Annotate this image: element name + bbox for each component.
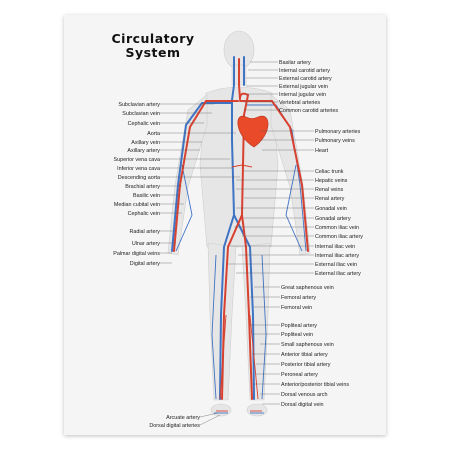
label-right-2: External carotid artery (279, 76, 332, 82)
label-left-10: Basilic vein (133, 193, 160, 199)
artery-branches (216, 164, 262, 412)
poster-print: Circulatory System (64, 15, 386, 435)
label-right-19: Internal iliac artery (315, 253, 360, 259)
label-right-30: Peroneal artery (281, 372, 318, 378)
label-right-13: Renal artery (315, 196, 345, 202)
label-right-0: Basilar artery (279, 60, 311, 66)
label-right-11: Hepatic veins (315, 178, 348, 184)
label-right-22: Great saphenous vein (281, 285, 334, 291)
label-right-21: External iliac artery (315, 271, 361, 277)
label-right-8: Pulmonary veins (315, 138, 355, 144)
label-left-12: Cephalic vein (127, 211, 160, 217)
label-right-10: Celiac trunk (315, 169, 344, 175)
label-left-5: Axillary artery (127, 148, 160, 154)
label-right-3: External jugular vein (279, 84, 328, 90)
label-right-32: Dorsal venous arch (281, 392, 328, 398)
label-left-4: Axillary vein (131, 140, 160, 146)
label-right-18: Internal iliac vein (315, 244, 356, 250)
vein-network (171, 56, 255, 400)
leader-lines-left (160, 103, 240, 426)
vein-branches (175, 104, 307, 414)
label-right-27: Small saphenous vein (281, 342, 334, 348)
label-right-24: Femoral vein (281, 305, 313, 311)
label-right-16: Common iliac vein (315, 225, 360, 231)
label-right-4: Internal jugular vein (279, 92, 327, 98)
label-left-17: Arcuate artery (166, 415, 200, 421)
label-right-33: Dorsal digital vein (281, 402, 324, 408)
label-left-0: Subclavian artery (118, 102, 160, 108)
label-left-14: Ulnar artery (131, 241, 160, 247)
label-left-11: Median cubital vein (113, 202, 160, 208)
label-left-13: Radial artery (129, 229, 160, 235)
label-left-1: Subclavian vein (122, 111, 160, 117)
label-right-23: Femoral artery (281, 295, 317, 301)
label-right-9: Heart (315, 148, 329, 154)
label-left-6: Superior vena cava (113, 157, 160, 163)
label-right-14: Gonadal vein (315, 206, 347, 212)
label-right-7: Pulmonary arteries (315, 129, 361, 135)
heart-shape (237, 115, 269, 148)
leader-lines-right (228, 61, 314, 405)
label-right-1: Internal carotid artery (279, 68, 330, 74)
label-right-31: Anterior/posterior tibial veins (281, 382, 350, 388)
label-right-5: Vertebral arteries (279, 100, 321, 106)
label-right-12: Renal veins (315, 187, 344, 193)
label-left-2: Cephalic vein (127, 121, 160, 127)
label-right-17: Common iliac artery (315, 234, 363, 240)
label-right-6: Common carotid arteries (279, 108, 339, 114)
label-right-26: Popliteal vein (281, 332, 314, 338)
label-left-16: Digital artery (129, 261, 160, 267)
label-right-25: Popliteal artery (281, 323, 317, 329)
title-line-2: System (125, 45, 181, 60)
label-left-8: Descending aorta (117, 175, 160, 181)
label-left-15: Palmar digital veins (113, 251, 160, 257)
label-right-28: Anterior tibial artery (281, 352, 328, 358)
label-left-9: Brachial artery (125, 184, 160, 190)
label-left-7: Inferior vena cava (117, 166, 160, 172)
label-right-20: External iliac vein (315, 262, 357, 268)
label-left-3: Aorta (147, 131, 160, 137)
title-line-1: Circulatory (111, 31, 195, 46)
anatomy-figure (160, 30, 314, 426)
label-left-18: Dorsal digital arteries (149, 423, 200, 429)
label-right-15: Gonadal artery (315, 216, 351, 222)
label-right-29: Posterior tibial artery (281, 362, 331, 368)
